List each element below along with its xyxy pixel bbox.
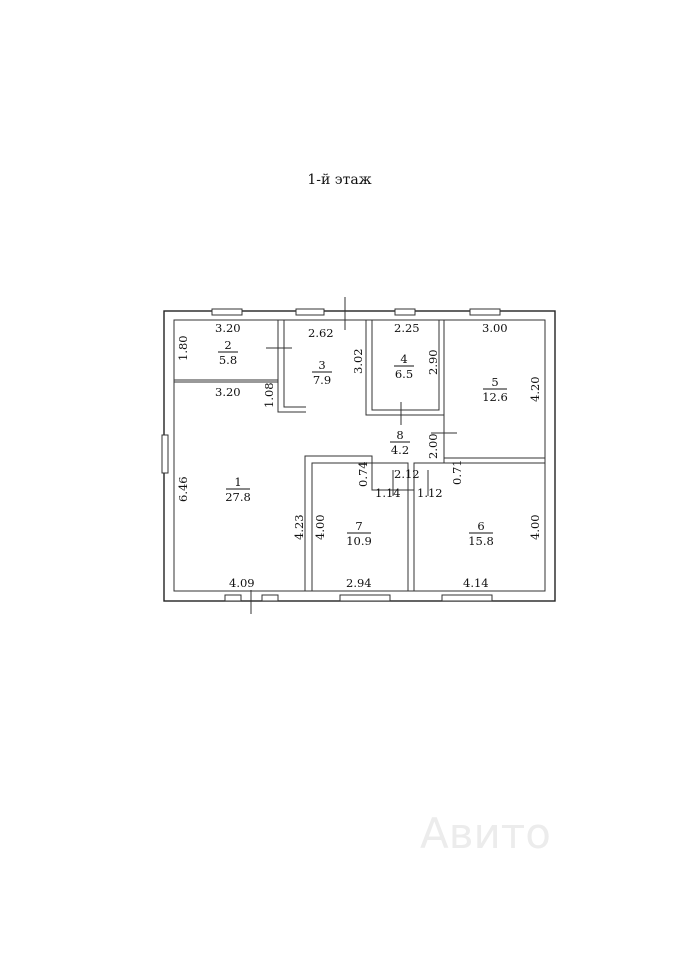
svg-text:6.5: 6.5: [395, 367, 413, 381]
hall-wall-left: [371, 466, 408, 491]
svg-text:5.8: 5.8: [219, 353, 237, 367]
window-room-5: [469, 308, 501, 316]
svg-text:10.9: 10.9: [346, 534, 372, 548]
svg-text:2: 2: [224, 338, 231, 352]
window-room-3: [295, 308, 325, 316]
room-1-right-wall: [304, 455, 373, 591]
dim-r1-bottom: 4.09: [229, 576, 255, 590]
room-5-outline: [443, 319, 546, 459]
svg-text:6: 6: [477, 519, 484, 533]
dim-r3-side: 3.02: [351, 348, 365, 374]
svg-text:27.8: 27.8: [225, 490, 251, 504]
dim-r5-side: 4.20: [528, 376, 542, 402]
dim-hall-212: 2.12: [394, 467, 420, 481]
room-label-6: 6 15.8: [468, 519, 494, 548]
dim-r4-side: 2.90: [426, 349, 440, 375]
dim-r1-inner: 4.23: [292, 514, 306, 540]
floor-title: 1-й этаж: [307, 172, 372, 188]
room-label-2: 2 5.8: [218, 338, 238, 367]
dim-r2-side: 1.80: [176, 335, 190, 361]
dim-hall-114: 1.14: [375, 486, 401, 500]
dim-r6-side: 4.00: [528, 514, 542, 540]
room-label-4: 4 6.5: [394, 352, 414, 381]
svg-text:8: 8: [396, 428, 403, 442]
dim-r7-bottom: 2.94: [346, 576, 372, 590]
window-room-1-bottom-b: [261, 594, 279, 602]
room-label-7: 7 10.9: [346, 519, 372, 548]
dim-r6-bottom: 4.14: [463, 576, 489, 590]
room-4-inner: [371, 319, 440, 411]
room-6-outline: [413, 462, 546, 592]
svg-text:15.8: 15.8: [468, 534, 494, 548]
dim-hall-200: 2.00: [426, 433, 440, 459]
window-room-1-left: [161, 434, 169, 474]
watermark-text: Авито: [420, 809, 551, 858]
svg-text:3: 3: [318, 358, 325, 372]
dim-r3-top: 2.62: [308, 326, 334, 340]
window-room-2: [211, 308, 243, 316]
dim-hall-112: 1.12: [417, 486, 443, 500]
window-room-7: [339, 594, 391, 602]
room-label-3: 3 7.9: [312, 358, 332, 387]
dim-hall-074: 0.74: [356, 461, 370, 487]
dim-r5-top: 3.00: [482, 321, 508, 335]
window-room-6: [441, 594, 493, 602]
dim-r3-stub: 1.08: [262, 382, 276, 408]
svg-text:12.6: 12.6: [482, 390, 508, 404]
room-7-outline: [311, 462, 409, 592]
room-label-5: 5 12.6: [482, 375, 508, 404]
svg-text:4.2: 4.2: [391, 443, 409, 457]
dim-r7-side: 4.00: [313, 514, 327, 540]
dim-hall-071: 0.71: [450, 459, 464, 485]
svg-text:1: 1: [234, 475, 241, 489]
svg-text:7: 7: [355, 519, 362, 533]
room-3-partition: [277, 320, 306, 413]
room-label-8: 8 4.2: [390, 428, 410, 457]
svg-text:4: 4: [400, 352, 407, 366]
dim-r2-top: 3.20: [215, 321, 241, 335]
svg-text:5: 5: [491, 375, 498, 389]
dim-r4-top: 2.25: [394, 321, 420, 335]
dim-r1-side: 6.46: [176, 476, 190, 502]
room-3-partition-inner: [283, 320, 306, 408]
svg-text:7.9: 7.9: [313, 373, 331, 387]
room-label-1: 1 27.8: [225, 475, 251, 504]
dim-r1-top: 3.20: [215, 385, 241, 399]
window-room-4: [394, 308, 416, 316]
window-room-1-bottom-a: [224, 594, 242, 602]
